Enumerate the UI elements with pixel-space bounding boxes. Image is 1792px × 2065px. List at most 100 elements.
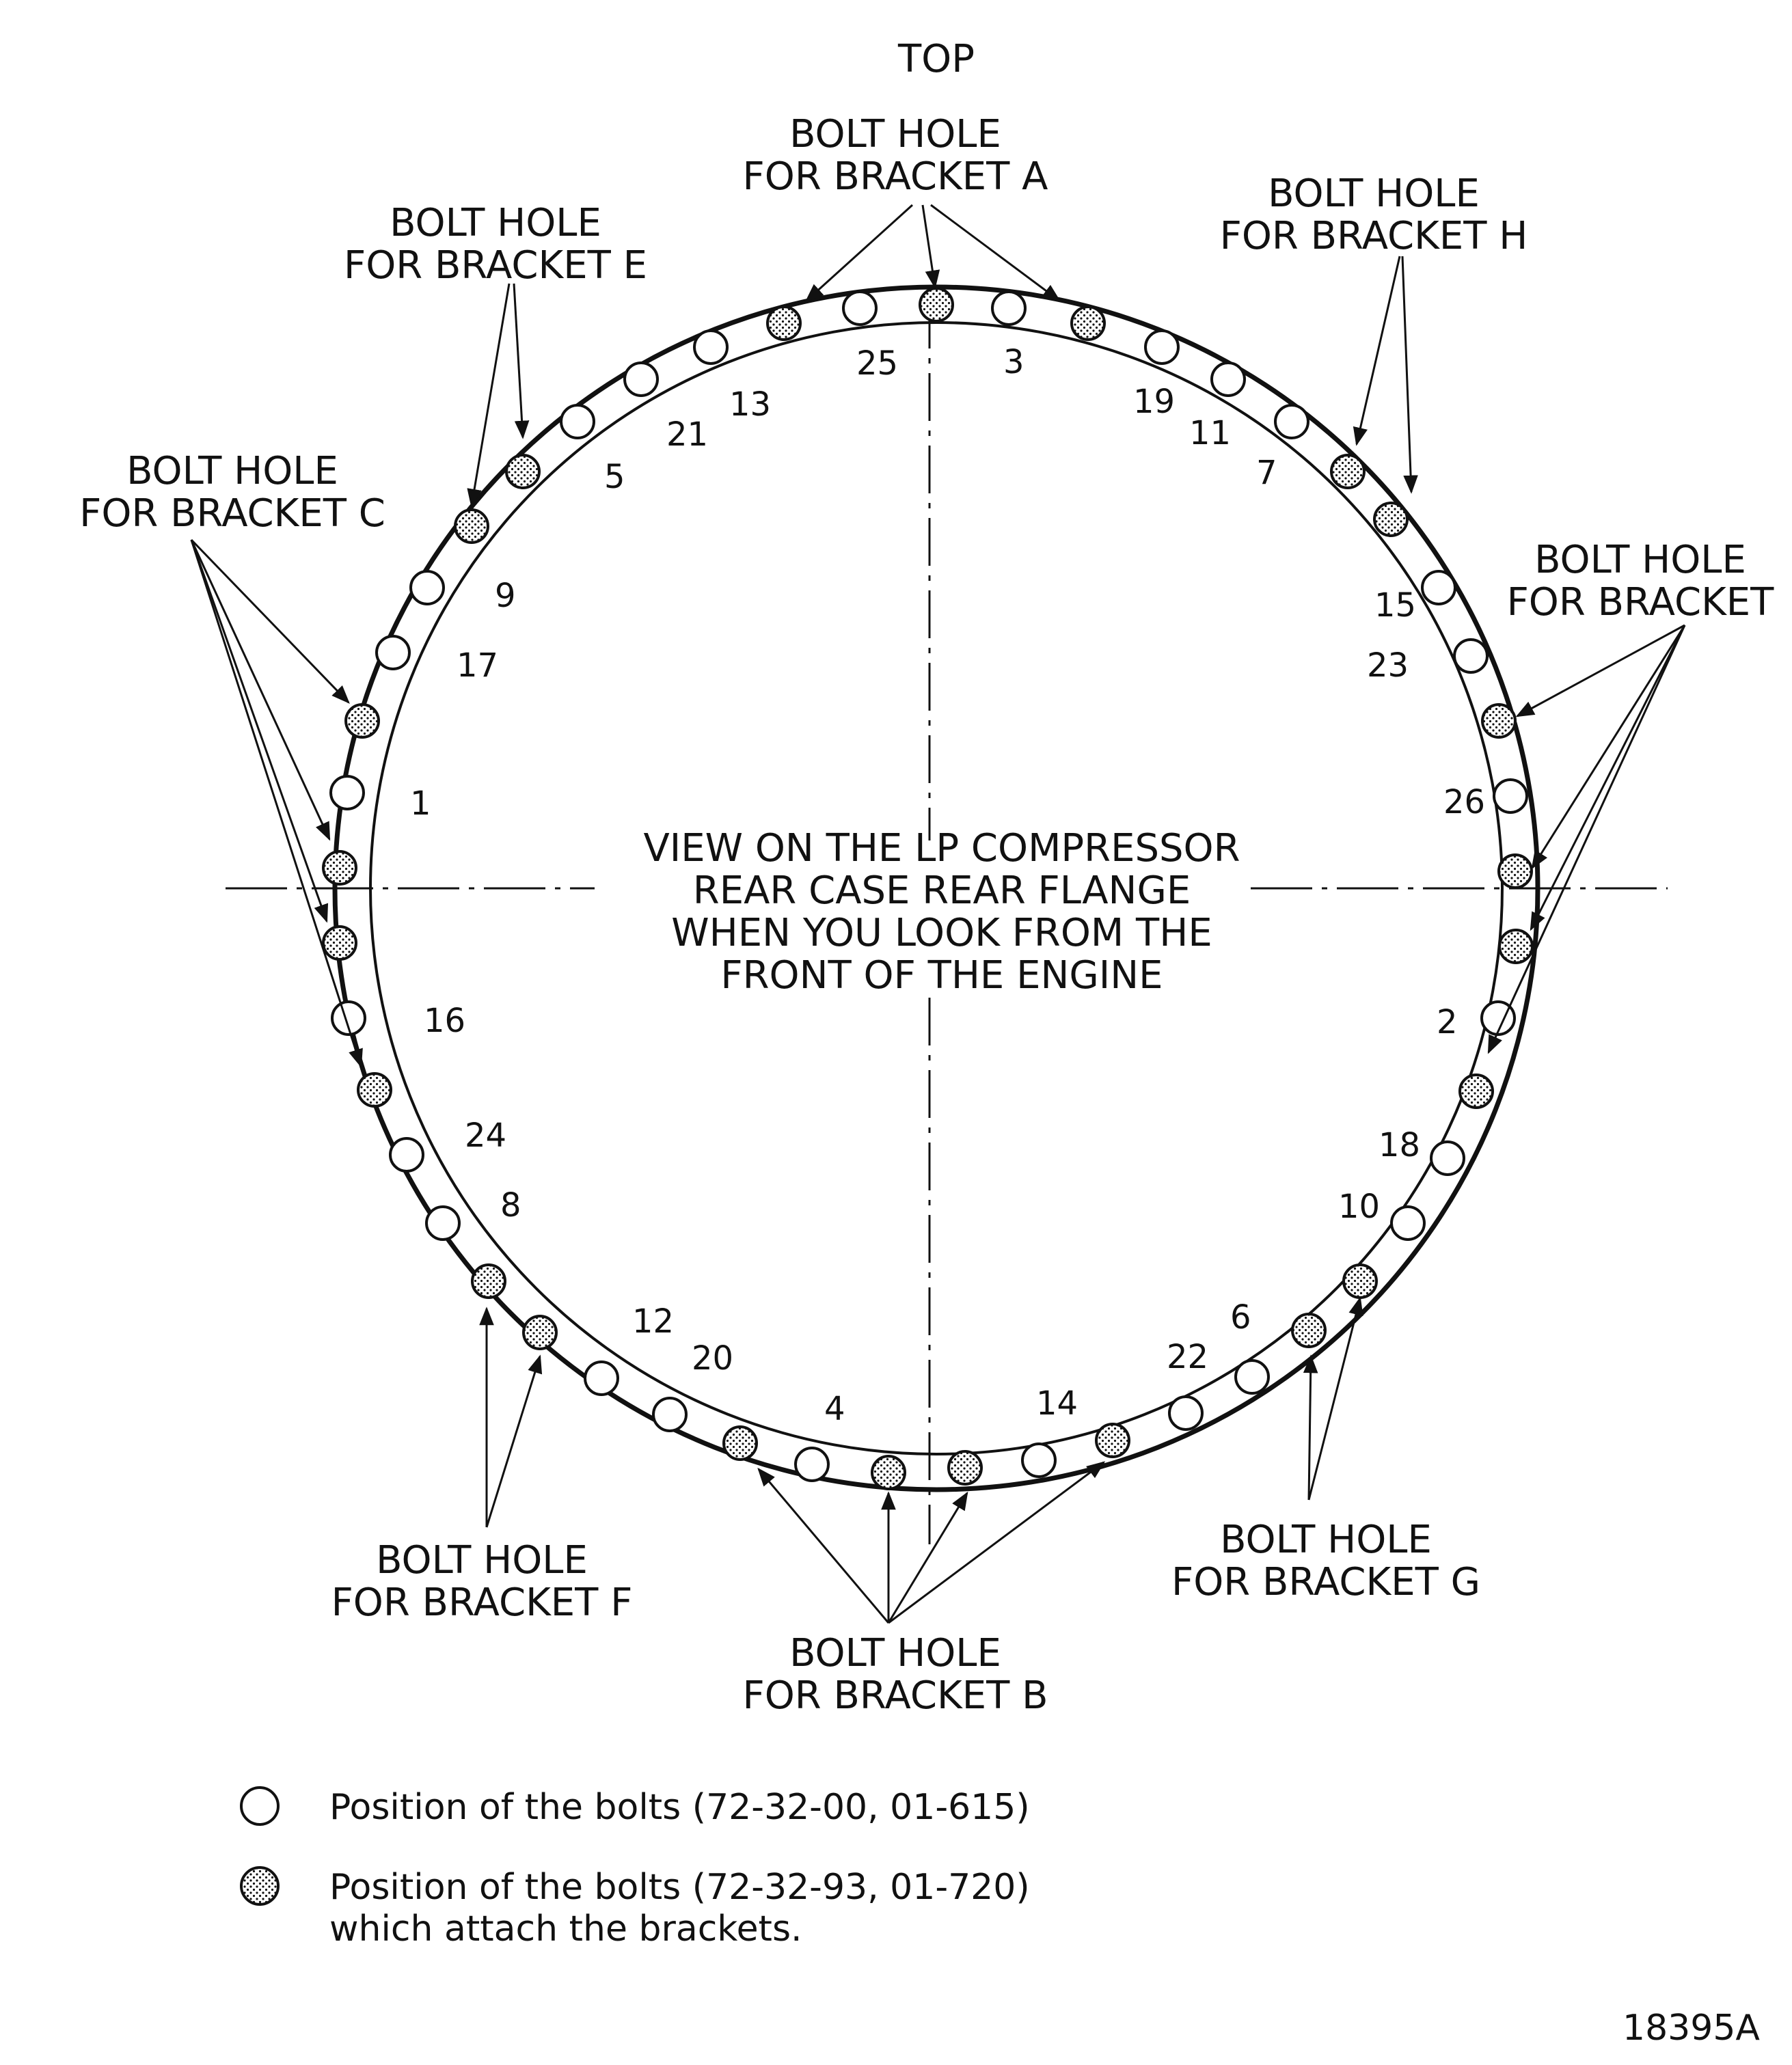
bracket-label-line: FOR BRACKET H	[1220, 214, 1528, 258]
bracket-bolt-hole	[522, 1315, 558, 1350]
plain-bolt-icon	[240, 1786, 280, 1826]
bracket-bolt-hole	[1481, 703, 1517, 739]
bolt-number: 21	[666, 415, 708, 454]
bracket-bolt-hole	[1070, 305, 1106, 341]
bracket-label-line: BOLT HOLE	[376, 1538, 588, 1583]
center-caption-line: VIEW ON THE LP COMPRESSOR	[643, 826, 1240, 871]
bracket-bolt-hole	[1458, 1073, 1494, 1109]
bolt-number: 9	[495, 577, 516, 615]
center-caption-line: WHEN YOU LOOK FROM THE	[671, 911, 1212, 955]
bracket-bolt-hole	[322, 925, 357, 961]
bolt-number: 2	[1437, 1003, 1458, 1041]
bolt-hole	[794, 1447, 830, 1482]
bolt-hole	[991, 290, 1027, 326]
bracket-label-line: FOR BRACKET E	[344, 243, 647, 288]
bracket-bolt-hole	[766, 305, 802, 341]
bolt-number: 24	[465, 1117, 506, 1155]
bolt-number: 17	[457, 646, 498, 685]
bolt-hole	[623, 361, 659, 397]
bracket-bolt-hole	[505, 454, 541, 489]
bolt-number: 1	[410, 784, 431, 823]
bracket-bolt-hole	[471, 1263, 506, 1299]
bolt-number: 10	[1338, 1188, 1380, 1226]
bolt-hole	[1421, 570, 1456, 605]
bolt-hole	[389, 1137, 424, 1173]
bolt-hole	[375, 635, 411, 670]
bolt-number: 25	[856, 344, 898, 383]
bracket-bolt-hole	[322, 850, 357, 886]
bolt-number: 6	[1230, 1298, 1251, 1337]
bolt-hole	[1390, 1205, 1426, 1241]
figure-id: 18395A	[1623, 2008, 1760, 2049]
bolt-number: 16	[424, 1002, 465, 1040]
bolt-hole	[1274, 404, 1309, 439]
bracket-bolt-hole	[344, 703, 380, 739]
bracket-bolt-hole	[1497, 853, 1533, 889]
label-bracket-g: BOLT HOLE FOR BRACKET G	[1171, 1518, 1480, 1604]
bolt-hole	[652, 1397, 688, 1432]
bolt-hole	[1021, 1442, 1057, 1478]
bolt-hole	[1453, 638, 1489, 674]
bolt-hole	[409, 570, 445, 605]
bracket-bolt-hole	[1095, 1423, 1130, 1458]
bracket-bolt-hole	[1291, 1313, 1327, 1348]
dotted-bolt-icon	[240, 1866, 280, 1906]
bolt-number: 3	[1003, 343, 1024, 381]
bracket-bolt-hole	[1342, 1263, 1378, 1299]
bracket-bolt-hole	[919, 287, 954, 323]
bolt-holes	[322, 287, 1534, 1490]
bracket-label-line: BOLT HOLE	[390, 201, 601, 245]
bracket-bolt-hole	[1330, 454, 1366, 489]
bolt-hole	[1210, 361, 1246, 397]
bolt-number: 14	[1036, 1384, 1078, 1423]
bracket-label-line: FOR BRACKET F	[331, 1581, 633, 1625]
label-bracket-right: BOLT HOLE FOR BRACKET	[1507, 538, 1775, 625]
bolt-hole	[1430, 1140, 1465, 1176]
bracket-label-line: FOR BRACKET G	[1171, 1560, 1480, 1604]
bracket-label-line: FOR BRACKET B	[742, 1673, 1048, 1718]
bolt-number: 18	[1379, 1126, 1420, 1164]
bracket-label-line: BOLT HOLE	[1534, 538, 1746, 582]
bolt-number: 5	[604, 458, 625, 496]
bolt-number: 22	[1167, 1338, 1208, 1376]
label-bracket-e: BOLT HOLE FOR BRACKET E	[344, 201, 647, 288]
bolt-number: 23	[1367, 646, 1409, 685]
bracket-label-line: BOLT HOLE	[1268, 172, 1480, 216]
bolt-hole	[425, 1205, 461, 1241]
label-bracket-c: BOLT HOLE FOR BRACKET C	[79, 449, 385, 536]
pointer-arrows	[190, 204, 1686, 1624]
bolt-number: 4	[824, 1390, 845, 1428]
bolt-number: 12	[632, 1302, 674, 1341]
bolt-number: 8	[500, 1186, 521, 1225]
bracket-label-line: BOLT HOLE	[1220, 1518, 1432, 1562]
label-bracket-h: BOLT HOLE FOR BRACKET H	[1220, 172, 1528, 258]
bracket-bolt-hole	[454, 508, 489, 544]
bolt-hole	[842, 290, 878, 326]
bracket-bolt-hole	[871, 1455, 906, 1490]
bracket-label-line: BOLT HOLE	[789, 112, 1001, 156]
bolt-number: 7	[1256, 454, 1277, 492]
bolt-hole	[1144, 329, 1180, 365]
bolt-hole	[1493, 778, 1528, 814]
bolt-number: 19	[1133, 383, 1175, 421]
legend-dotted-text: Position of the bolts (72-32-93, 01-720)	[329, 1867, 1030, 1908]
bracket-bolt-hole	[947, 1450, 983, 1486]
legend-dotted-text: which attach the brackets.	[329, 1909, 802, 1950]
label-bracket-b: BOLT HOLE FOR BRACKET B	[742, 1631, 1048, 1718]
bolt-number: 20	[692, 1339, 733, 1378]
bracket-bolt-hole	[1373, 502, 1409, 537]
legend-plain-text: Position of the bolts (72-32-00, 01-615)	[329, 1787, 1030, 1828]
bolt-hole	[1234, 1359, 1270, 1395]
bracket-label-line: BOLT HOLE	[126, 449, 338, 493]
bracket-label-line: FOR BRACKET C	[79, 491, 385, 536]
bolt-hole	[584, 1360, 619, 1396]
legend: Position of the bolts (72-32-00, 01-615)…	[240, 1786, 1030, 1950]
bolt-hole	[329, 775, 365, 810]
bolt-number: 15	[1374, 586, 1416, 625]
bracket-label-line: FOR BRACKET	[1507, 580, 1775, 625]
bolt-hole	[693, 329, 729, 365]
bolt-hole	[331, 1000, 366, 1036]
label-bracket-a: BOLT HOLE FOR BRACKET A	[743, 112, 1048, 199]
bracket-bolt-hole	[357, 1072, 392, 1108]
